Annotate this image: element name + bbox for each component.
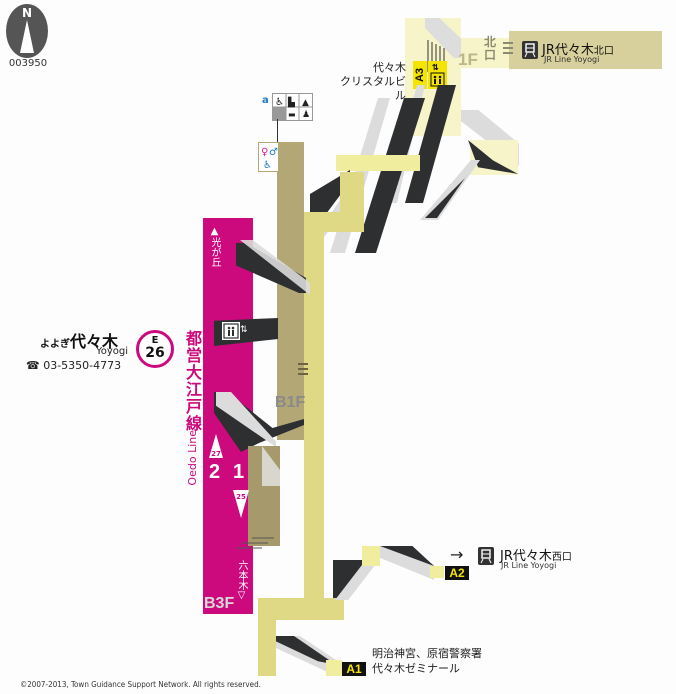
jr-north-title[interactable]: JR代々木北口 [542, 43, 614, 58]
car-up-marker-icon: 27 [209, 434, 223, 458]
passage-1f [461, 38, 509, 68]
facility-panel[interactable]: ♿ ▙ ▲ ▬ ♟ [272, 93, 313, 121]
line-name-en: Oedo Line [186, 430, 199, 486]
elevator-icon [222, 322, 240, 340]
facility-leader-line [277, 119, 278, 143]
svg-text:♿: ♿ [275, 97, 284, 108]
track-1: 1 [233, 461, 245, 483]
elevator-updown-icon: ⇅ [240, 325, 248, 335]
toilet-icon[interactable]: ♀♂ ♿ [258, 142, 279, 172]
north-gate-label: 北 口 [484, 35, 497, 62]
elevator-icon: ⇅ [428, 61, 447, 89]
exit-a1-badge[interactable]: A1 [342, 662, 366, 676]
floor-label-1f: 1F [458, 50, 478, 69]
arrow-right-icon: → [450, 545, 464, 564]
passage-vertical-main [304, 212, 324, 602]
svg-text:♀: ♀ [261, 147, 268, 158]
direction-roppongi: 六本木▽ [236, 560, 247, 601]
passage-lower-v [258, 598, 276, 676]
jr-west-subtitle: JR Line Yoyogi [501, 561, 557, 570]
jr-west-title[interactable]: JR代々木西口 [500, 549, 572, 564]
svg-text:▲: ▲ [302, 98, 309, 108]
map-id: 003950 [8, 58, 48, 69]
floor-label-b1f: B1F [275, 394, 306, 411]
station-romaji: Yoyogi [95, 346, 128, 357]
exit-a3-badge[interactable]: A3 [413, 61, 427, 89]
line-name-ja: 都営大江戸線 [183, 330, 202, 432]
svg-text:27: 27 [211, 450, 221, 458]
passage-lower-h [258, 598, 344, 620]
svg-text:♿: ♿ [263, 160, 272, 171]
track-2: 2 [209, 461, 221, 483]
stair-lines [236, 537, 274, 549]
phone-icon: ☎ [26, 359, 40, 372]
ticket-gate-icon [503, 42, 513, 56]
exit-a2-badge[interactable]: A2 [445, 566, 469, 580]
compass: N [6, 4, 48, 58]
compass-needle-icon [20, 20, 34, 53]
up-arrow-icon: ▲ [209, 226, 220, 237]
landing-a2-upper [362, 546, 380, 566]
landing-a2 [430, 566, 444, 578]
svg-text:25: 25 [236, 493, 246, 501]
svg-text:⇅: ⇅ [432, 63, 439, 72]
jr-train-icon [478, 547, 494, 565]
svg-text:▬: ▬ [288, 110, 296, 119]
direction-hikarigaoka: ▲光が丘 [209, 226, 220, 267]
ticket-gate-icon [298, 363, 308, 377]
floor-label-b3f: B3F [204, 595, 235, 612]
exit-a1-destination: 明治神宮、原宿警察署 代々木ゼミナール [372, 647, 482, 675]
svg-text:▙: ▙ [287, 96, 296, 108]
facility-marker: a [262, 95, 269, 106]
copyright: ©2007-2013, Town Guidance Support Networ… [20, 680, 261, 689]
north-label: N [21, 6, 33, 20]
down-arrow-icon: ▽ [236, 590, 247, 601]
jr-train-icon [522, 41, 538, 59]
svg-text:♂: ♂ [269, 147, 278, 158]
landing-a1 [326, 660, 342, 676]
exit-a3-destination: 代々木 クリスタルビル [340, 61, 406, 102]
car-down-marker-icon: 25 [233, 490, 249, 518]
station-name: よよぎ代々木 [40, 332, 119, 351]
station-phone: ☎ 03-5350-4773 [26, 359, 122, 372]
svg-text:♟: ♟ [302, 110, 310, 120]
line-station-badge: E 26 [136, 330, 174, 368]
jr-north-subtitle: JR Line Yoyogi [544, 55, 600, 64]
stair-dark-lower [425, 178, 465, 218]
passage-mid-top [336, 155, 420, 171]
